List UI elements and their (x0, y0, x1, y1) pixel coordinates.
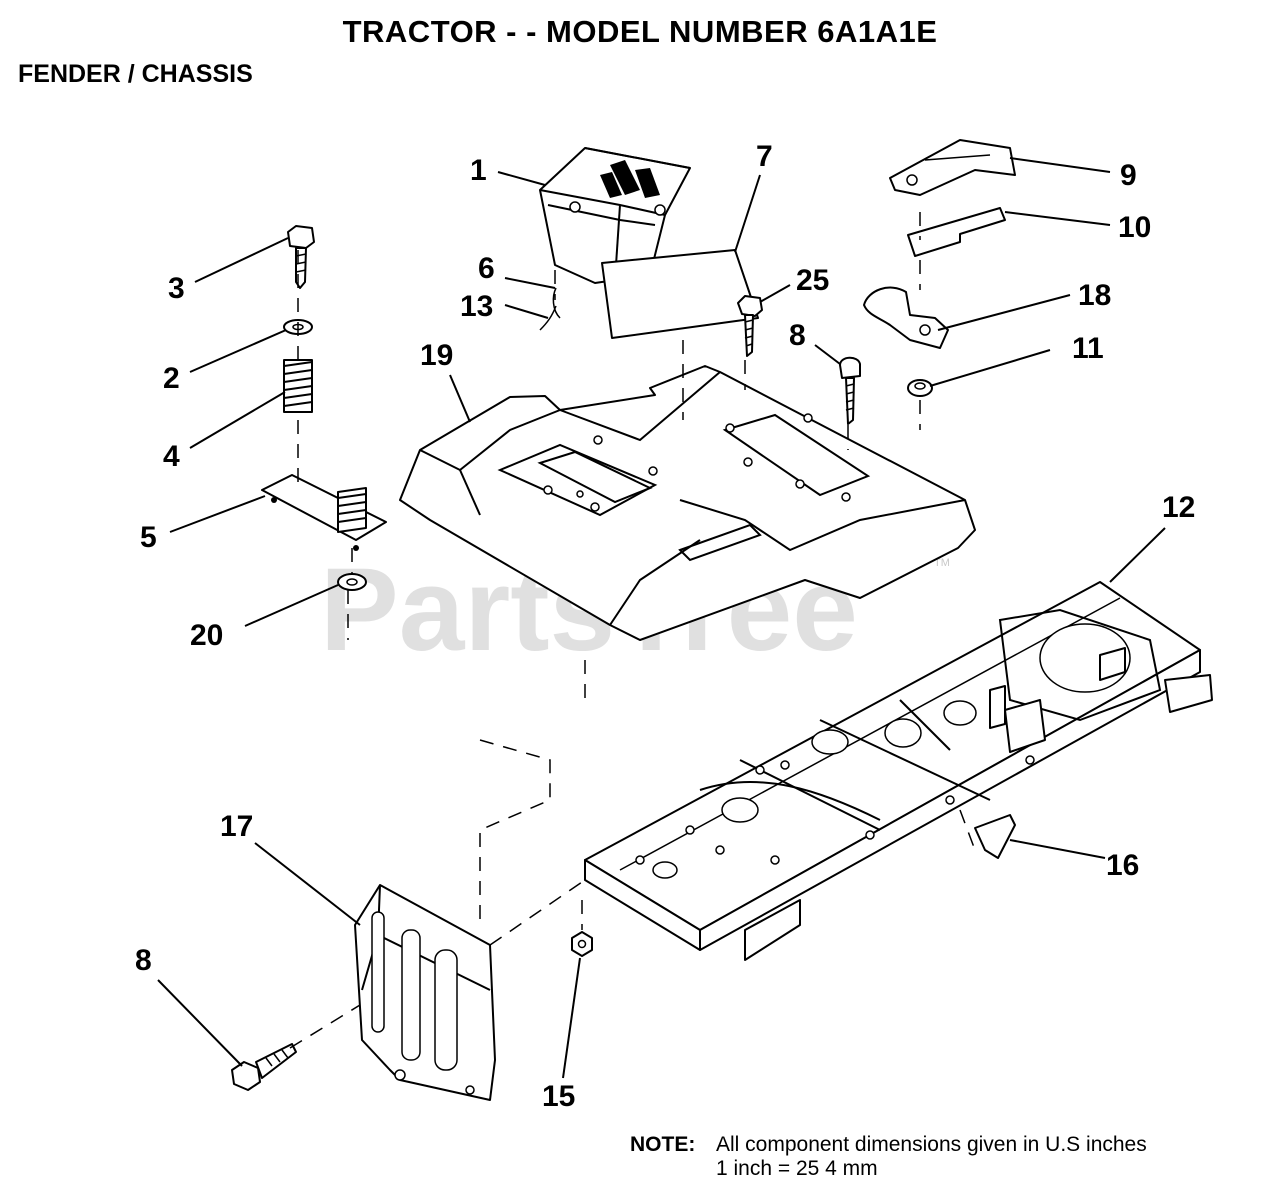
alignment-lines (289, 212, 976, 1049)
callout-2: 2 (163, 362, 180, 395)
callout-11: 11 (1072, 332, 1104, 365)
callout-9: 9 (1120, 159, 1137, 192)
watermark-trademark: TM (934, 557, 950, 569)
part-5-plate (261, 474, 387, 551)
callout-numbers: 1 7 9 10 25 18 11 8 6 13 3 2 19 4 5 12 2… (135, 140, 1195, 1113)
callout-19: 19 (420, 339, 453, 372)
callout-8-upper: 8 (789, 319, 806, 352)
note-line-1: All component dimensions given in U.S in… (716, 1133, 1147, 1156)
part-12-chassis-frame (584, 581, 1213, 961)
callout-1: 1 (470, 154, 487, 187)
part-9-cover (889, 139, 1016, 196)
callout-3: 3 (168, 272, 185, 305)
section-title: FENDER / CHASSIS (18, 60, 253, 88)
note-label: NOTE: (630, 1133, 696, 1156)
diagram-title: TRACTOR - - MODEL NUMBER 6A1A1E (342, 14, 938, 49)
part-20-washer (337, 573, 367, 591)
callout-25: 25 (796, 264, 829, 297)
callout-20: 20 (190, 619, 223, 652)
note-line-2: 1 inch = 25 4 mm (716, 1157, 878, 1180)
part-6-13-pin (539, 287, 561, 331)
part-11-nut (907, 379, 933, 397)
callout-18: 18 (1078, 279, 1111, 312)
part-8-bolt-upper (839, 356, 861, 425)
callout-7: 7 (756, 140, 773, 173)
callout-15: 15 (542, 1080, 575, 1113)
part-25-bolt (737, 295, 763, 357)
part-8-bolt-lower (231, 1043, 297, 1091)
part-10-bracket (907, 207, 1006, 257)
part-17-rear-plate (354, 884, 496, 1101)
part-16-bracket (974, 814, 1016, 859)
part-3-bolt (287, 225, 315, 289)
callout-10: 10 (1118, 211, 1151, 244)
part-15-nut (571, 931, 593, 957)
part-7-decal (601, 249, 759, 339)
part-18-clamp (863, 286, 949, 349)
part-1-tray (539, 147, 691, 284)
callout-16: 16 (1106, 849, 1139, 882)
callout-5: 5 (140, 521, 157, 554)
callout-17: 17 (220, 810, 253, 843)
callout-6: 6 (478, 252, 495, 285)
leader-lines (157, 157, 1166, 1079)
callout-13: 13 (460, 290, 493, 323)
callout-8-lower: 8 (135, 944, 152, 977)
callout-4: 4 (163, 440, 180, 473)
part-19-fender (399, 365, 976, 641)
callout-12: 12 (1162, 491, 1195, 524)
note: NOTE: All component dimensions given in U… (630, 1133, 1147, 1181)
part-4-spring (283, 359, 313, 413)
